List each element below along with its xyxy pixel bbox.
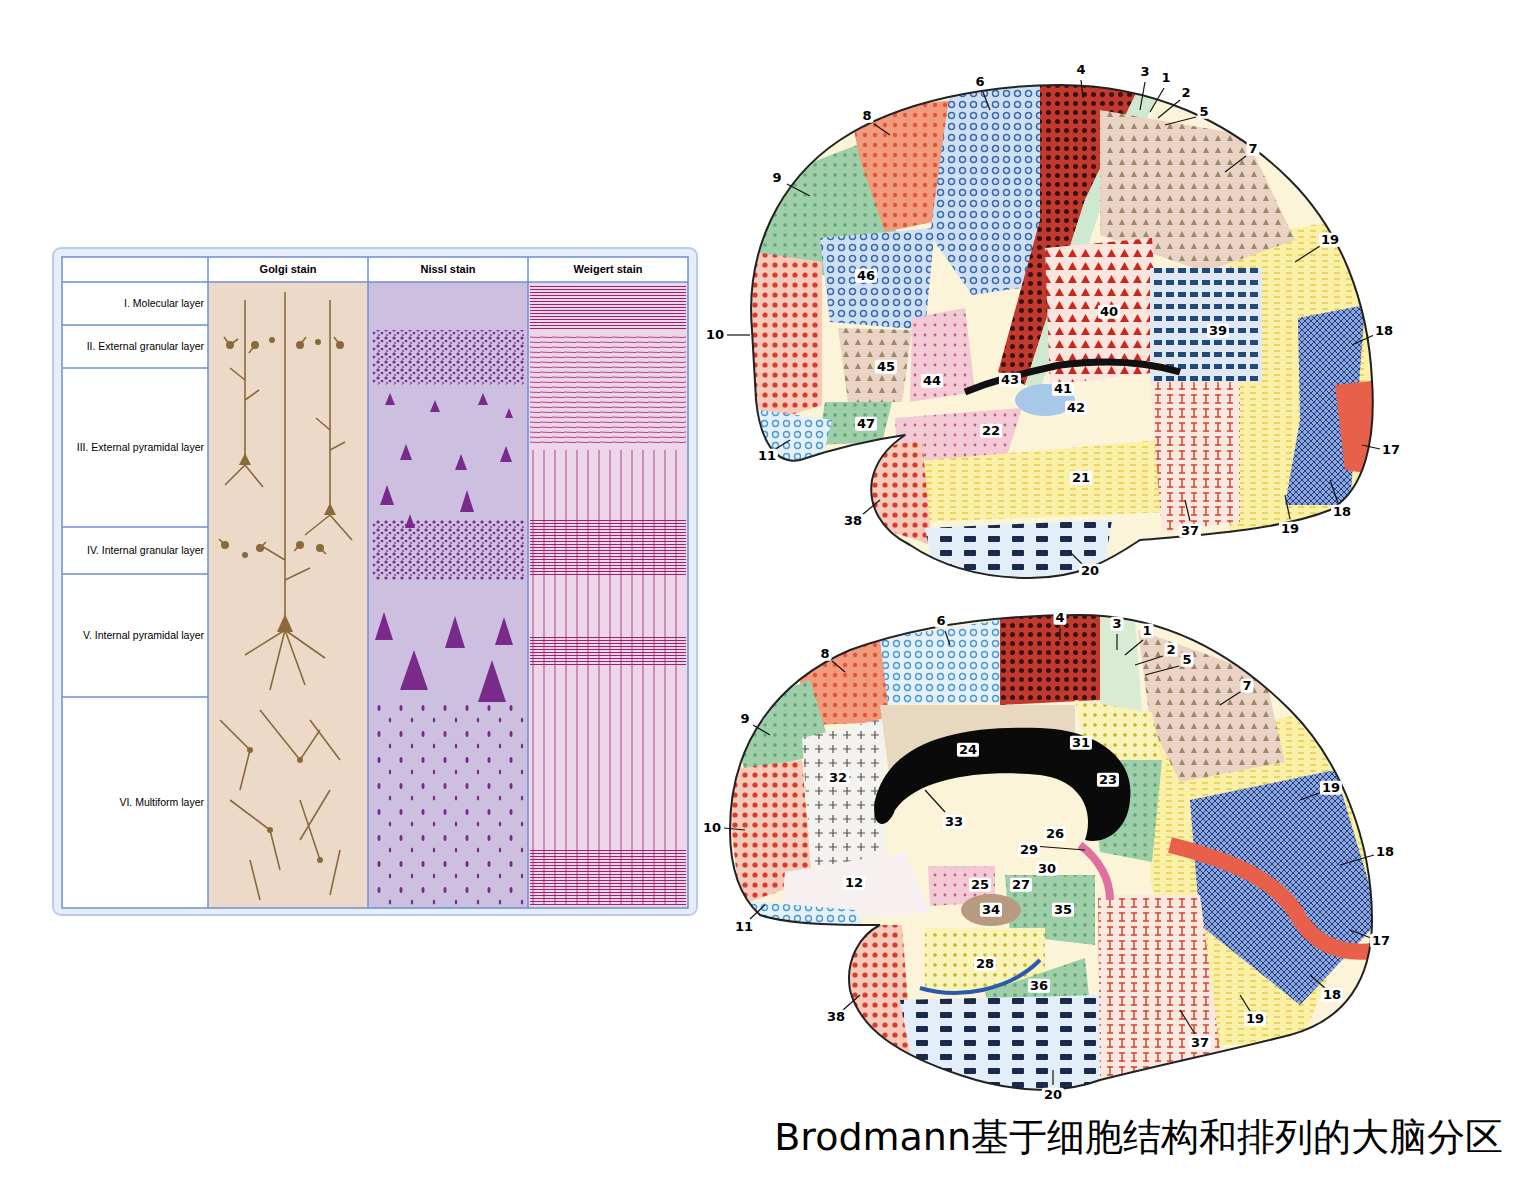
figure-caption: Brodmann基于细胞结构和排列的大脑分区 <box>774 1115 1503 1161</box>
callout-number: 12 <box>843 876 865 890</box>
callout-number: 35 <box>1052 903 1074 917</box>
callout-number: 20 <box>1079 564 1101 578</box>
callout-number: 38 <box>825 1010 847 1024</box>
callout-number: 1 <box>1159 71 1172 85</box>
callout-number: 6 <box>973 75 986 89</box>
callout-number: 40 <box>1098 305 1120 319</box>
callout-number: 11 <box>733 920 755 934</box>
callout-number: 19 <box>1244 1012 1266 1026</box>
callout-number: 26 <box>1044 827 1066 841</box>
callout-number: 19 <box>1279 522 1301 536</box>
callout-number: 37 <box>1189 1036 1211 1050</box>
callout-number: 18 <box>1321 988 1343 1002</box>
layer-label: I. Molecular layer <box>64 297 204 310</box>
callout-number: 28 <box>974 957 996 971</box>
callout-number: 34 <box>980 903 1002 917</box>
layer-label: III. External pyramidal layer <box>64 441 204 454</box>
callout-number: 17 <box>1380 443 1402 457</box>
callout-number: 43 <box>999 373 1021 387</box>
callout-number: 37 <box>1179 524 1201 538</box>
callout-number: 3 <box>1138 65 1151 79</box>
callout-number: 29 <box>1018 843 1040 857</box>
callout-number: 30 <box>1036 862 1058 876</box>
callout-number: 36 <box>1028 979 1050 993</box>
callout-number: 8 <box>818 647 831 661</box>
callout-number: 18 <box>1331 505 1353 519</box>
callout-number: 38 <box>842 514 864 528</box>
callout-number: 1 <box>1140 624 1153 638</box>
layer-label: V. Internal pyramidal layer <box>64 629 204 642</box>
callout-number: 22 <box>980 424 1002 438</box>
callout-number: 5 <box>1180 653 1193 667</box>
callout-number: 10 <box>704 328 726 342</box>
callout-number: 3 <box>1110 617 1123 631</box>
callout-number: 27 <box>1010 878 1032 892</box>
callout-number: 10 <box>701 821 723 835</box>
callout-number: 25 <box>969 878 991 892</box>
callout-number: 6 <box>934 614 947 628</box>
callout-number: 7 <box>1240 679 1253 693</box>
callout-number: 5 <box>1197 105 1210 119</box>
callout-number: 46 <box>855 269 877 283</box>
callout-number: 18 <box>1373 324 1395 338</box>
callout-number: 32 <box>827 771 849 785</box>
callout-number: 19 <box>1319 233 1341 247</box>
callout-number: 18 <box>1374 845 1396 859</box>
callout-number: 9 <box>738 712 751 726</box>
callout-number: 2 <box>1164 643 1177 657</box>
callout-number: 17 <box>1370 934 1392 948</box>
callout-number: 20 <box>1042 1088 1064 1102</box>
callout-number: 42 <box>1065 401 1087 415</box>
callout-number: 23 <box>1097 773 1119 787</box>
layer-label: IV. Internal granular layer <box>64 544 204 557</box>
callout-number: 44 <box>921 374 943 388</box>
callout-number: 19 <box>1320 781 1342 795</box>
callout-number: 39 <box>1207 324 1229 338</box>
callout-number: 2 <box>1179 86 1192 100</box>
callout-number: 11 <box>756 449 778 463</box>
column-header: Golgi stain <box>260 263 317 275</box>
callout-number: 33 <box>943 815 965 829</box>
layer-label: VI. Multiform layer <box>64 796 204 809</box>
callout-number: 4 <box>1053 611 1066 625</box>
callout-number: 21 <box>1070 471 1092 485</box>
column-header: Nissl stain <box>420 263 475 275</box>
callout-number: 31 <box>1070 736 1092 750</box>
callout-number: 4 <box>1074 63 1087 77</box>
callout-number: 24 <box>957 743 979 757</box>
layer-label: II. External granular layer <box>64 340 204 353</box>
callout-number: 9 <box>770 171 783 185</box>
callout-number: 41 <box>1052 382 1074 396</box>
callout-number: 7 <box>1246 142 1259 156</box>
callout-number: 45 <box>875 360 897 374</box>
callout-number: 47 <box>855 417 877 431</box>
column-header: Weigert stain <box>574 263 643 275</box>
callout-number: 8 <box>860 109 873 123</box>
